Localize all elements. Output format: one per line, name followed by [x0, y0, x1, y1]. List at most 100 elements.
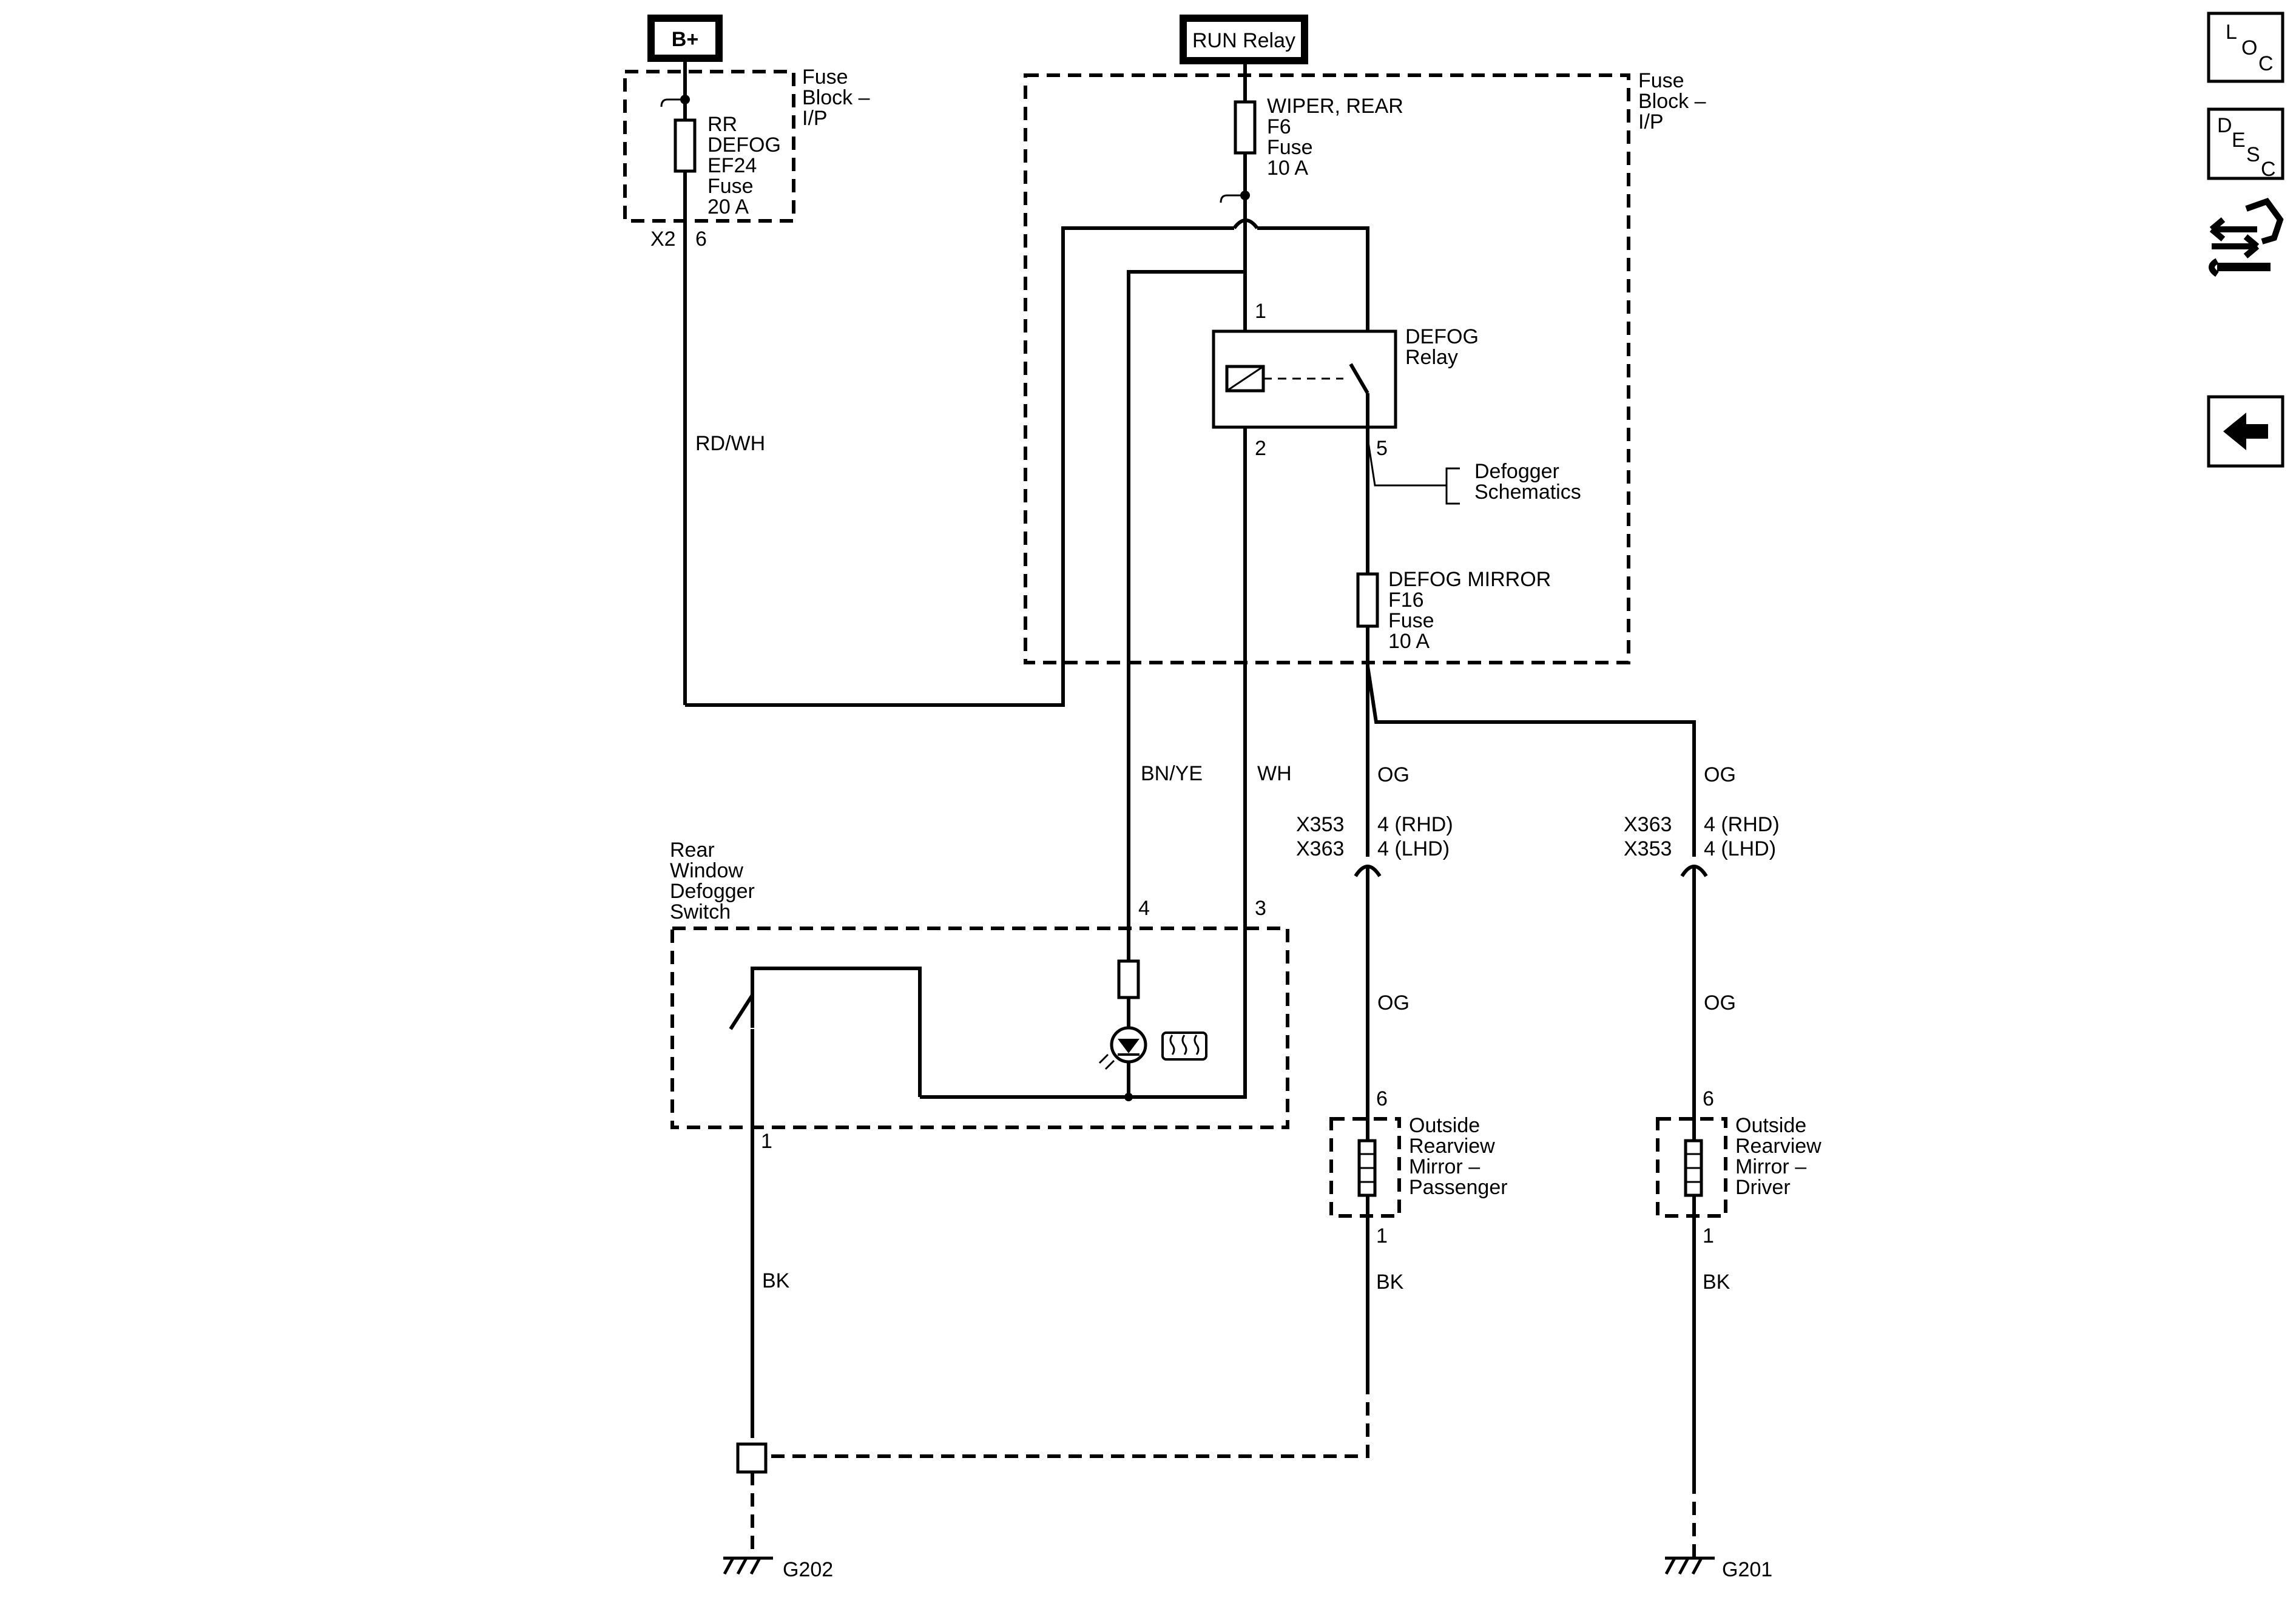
- wire-bn-ye: [1127, 270, 1234, 917]
- wire-switch-contact: [751, 967, 922, 1097]
- battery-source: B+: [647, 15, 723, 62]
- mirror-driver-label-4: Driver: [1735, 1176, 1791, 1199]
- mirror-passenger-label-4: Passenger: [1409, 1176, 1508, 1199]
- desc-letter-d: D: [2217, 114, 2232, 137]
- desc-letter-c: C: [2261, 158, 2276, 181]
- fuse-block-right: Fuse Block – I/P: [1024, 69, 1706, 664]
- relay-label-1: DEFOG: [1405, 325, 1479, 348]
- fuse-block-right-label-3: I/P: [1638, 110, 1664, 133]
- wire-bk-driver-label: BK: [1703, 1271, 1730, 1294]
- conn-left-1-name: X353: [1296, 813, 1344, 836]
- conn-left-2-pin: 4 (LHD): [1377, 837, 1450, 860]
- loc-letter-l: L: [2226, 21, 2237, 44]
- connector-x2-pin: 6: [695, 228, 707, 251]
- fuse-f16-label-1: DEFOG MIRROR: [1388, 568, 1551, 591]
- battery-label: B+: [672, 28, 698, 51]
- wire-og-left-bottom-label: OG: [1377, 991, 1410, 1014]
- back-button[interactable]: [2207, 395, 2284, 468]
- wire-og-right-bottom-label: OG: [1704, 991, 1736, 1014]
- conn-right-1-pin: 4 (RHD): [1704, 813, 1780, 836]
- switch-label-1: Rear: [670, 839, 715, 862]
- wire-wh-label: WH: [1257, 762, 1292, 785]
- defogger-switch: Rear Window Defogger Switch: [670, 839, 1289, 1129]
- connector-tool-icon[interactable]: [2209, 198, 2284, 277]
- mirror-driver: Outside Rearview Mirror – Driver: [1656, 1114, 1822, 1218]
- fuse-ef24-label-1: RR: [707, 113, 737, 136]
- relay-contact-icon: [1349, 363, 1369, 394]
- ground-g202-label: G202: [783, 1558, 833, 1581]
- mirror-driver-label-1: Outside: [1735, 1114, 1806, 1137]
- mirror-driver-pin-bottom: 1: [1703, 1224, 1714, 1247]
- fuse-f16-symbol: [1356, 572, 1379, 628]
- conn-right-1-name: X363: [1624, 813, 1672, 836]
- wire-rd-wh-label: RD/WH: [695, 432, 765, 455]
- fuse-block-left-label-3: I/P: [802, 107, 828, 130]
- fuse-f6-label-1: WIPER, REAR: [1267, 95, 1403, 118]
- fuse-block-right-label-1: Fuse: [1638, 69, 1684, 92]
- fuse-ef24-label-5: 20 A: [707, 195, 749, 218]
- fuse-block-left-label-2: Block –: [802, 86, 870, 109]
- ground-g202-icon: [723, 1556, 773, 1575]
- mirror-passenger-label-2: Rearview: [1409, 1135, 1495, 1158]
- run-relay-source: RUN Relay: [1180, 15, 1308, 64]
- bus-tap-icon-2: [1220, 194, 1245, 203]
- wire-og-left-top-label: OG: [1377, 763, 1410, 786]
- conn-right-2-name: X353: [1624, 837, 1672, 860]
- defogger-ref-label-1: Defogger: [1474, 460, 1559, 483]
- switch-pin-3: 3: [1255, 897, 1266, 920]
- fuse-f16-label-4: 10 A: [1388, 630, 1430, 653]
- switch-pin-4: 4: [1138, 897, 1150, 920]
- switch-label-2: Window: [670, 859, 743, 882]
- fuse-f16-label-3: Fuse: [1388, 609, 1434, 632]
- fuse-ef24-label-3: EF24: [707, 154, 757, 177]
- relay-pin-1: 1: [1255, 300, 1266, 323]
- wire-bn-ye-label: BN/YE: [1141, 762, 1203, 785]
- left-arrow-icon: [2223, 413, 2268, 450]
- mirror-passenger: Outside Rearview Mirror – Passenger: [1329, 1114, 1508, 1218]
- fuse-block-left: Fuse Block – I/P: [623, 66, 870, 223]
- defogger-ref-label-2: Schematics: [1474, 481, 1581, 504]
- fuse-f16-label-2: F16: [1388, 589, 1424, 612]
- loc-letter-o: O: [2241, 36, 2257, 59]
- switch-label-3: Defogger: [670, 880, 755, 903]
- mirror-driver-label-2: Rearview: [1735, 1135, 1822, 1158]
- wire-og-right-top-label: OG: [1704, 763, 1736, 786]
- ground-splice-icon: [736, 1442, 768, 1474]
- mirror-passenger-pin-top: 6: [1376, 1087, 1388, 1110]
- run-relay-label: RUN Relay: [1192, 29, 1295, 52]
- fuse-block-right-label-2: Block –: [1638, 90, 1706, 113]
- mirror-driver-label-3: Mirror –: [1735, 1155, 1806, 1178]
- fuse-block-left-label-1: Fuse: [802, 66, 848, 89]
- defog-relay: DEFOG Relay: [1212, 325, 1479, 429]
- desc-letter-s: S: [2246, 143, 2260, 166]
- loc-button[interactable]: L O C: [2207, 12, 2284, 83]
- desc-letter-e: E: [2232, 129, 2246, 152]
- mirror-passenger-pin-bottom: 1: [1376, 1224, 1388, 1247]
- fuse-ef24-label-4: Fuse: [707, 175, 754, 198]
- switch-resistor-icon: [1117, 959, 1140, 999]
- fuse-f6-symbol: [1234, 100, 1257, 155]
- connector-x2-label: X2: [650, 228, 676, 251]
- wire-bk-switch-label: BK: [762, 1269, 790, 1292]
- rear-defrost-icon: [1161, 1031, 1207, 1061]
- desc-button[interactable]: D E S C: [2207, 107, 2284, 181]
- fuse-ef24-symbol: [674, 118, 697, 173]
- wire-bk-passenger-label: BK: [1376, 1271, 1404, 1294]
- conn-left-2-name: X363: [1296, 837, 1344, 860]
- wire-og-right: [1366, 666, 1696, 857]
- fuse-f6-label-4: 10 A: [1267, 157, 1308, 180]
- conn-right-2-pin: 4 (LHD): [1704, 837, 1776, 860]
- fuse-f6-label-2: F6: [1267, 115, 1291, 138]
- mirror-passenger-label-3: Mirror –: [1409, 1155, 1480, 1178]
- wire-switch-internal: [920, 917, 1247, 1099]
- fuse-f6-label-3: Fuse: [1267, 136, 1313, 159]
- ground-g201-label: G201: [1722, 1558, 1772, 1581]
- mirror-driver-pin-top: 6: [1703, 1087, 1714, 1110]
- wire-defogger-ref: [1366, 437, 1447, 487]
- relay-label-2: Relay: [1405, 346, 1458, 369]
- indicator-led-icon: [1098, 1026, 1147, 1070]
- relay-pin-5: 5: [1376, 437, 1388, 460]
- ground-g201-icon: [1664, 1556, 1715, 1575]
- bus-tap-icon: [660, 98, 685, 107]
